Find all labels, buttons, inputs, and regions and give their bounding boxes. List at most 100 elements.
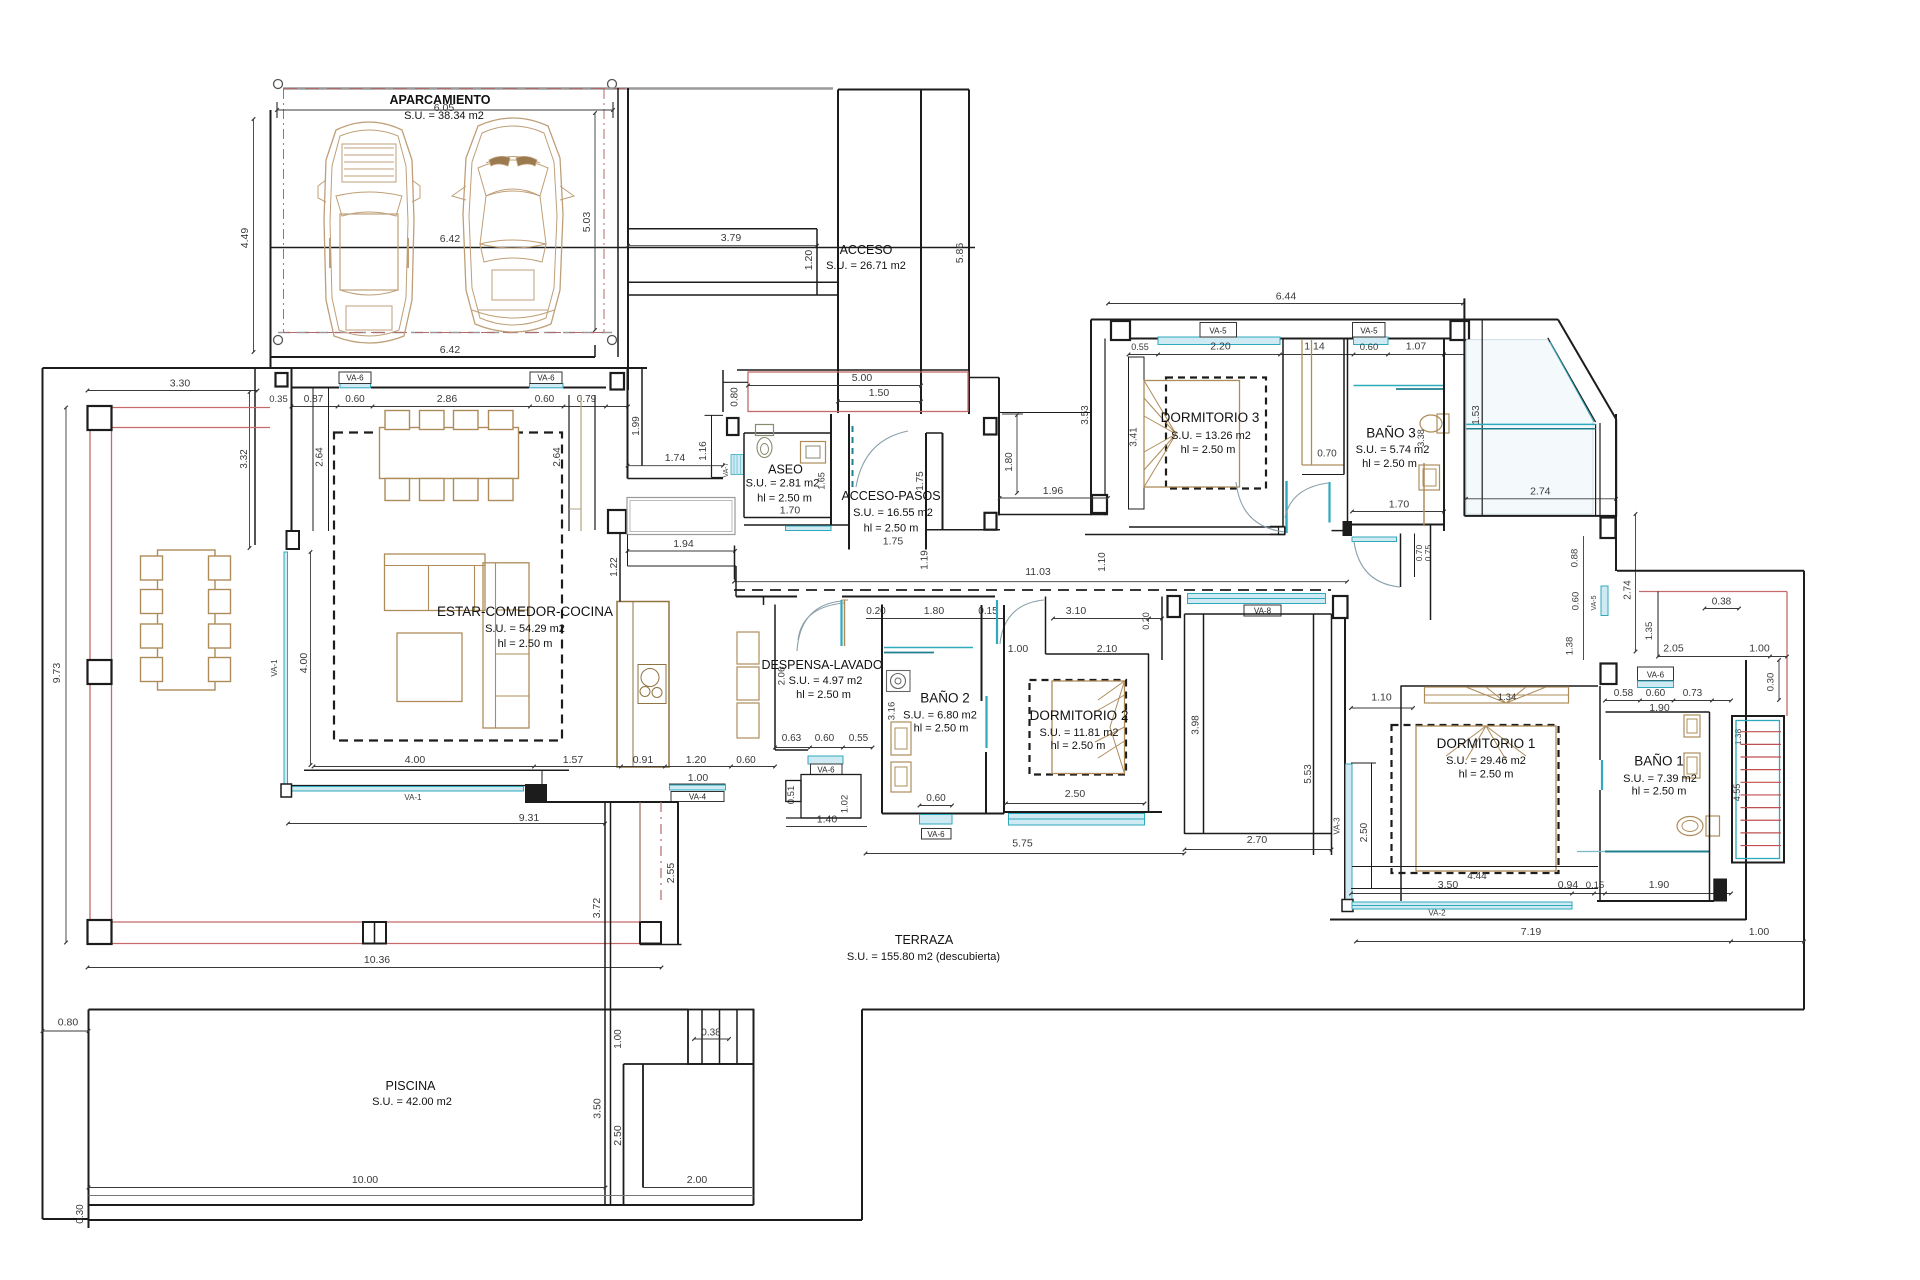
svg-text:1.80: 1.80 [924,605,945,617]
svg-text:1.02: 1.02 [840,795,851,814]
svg-text:4.55: 4.55 [1732,784,1742,802]
svg-text:0.60: 0.60 [1571,592,1582,611]
svg-text:VA-8: VA-8 [1254,607,1272,616]
svg-text:0.60: 0.60 [736,755,756,766]
svg-text:0.15: 0.15 [978,606,998,617]
svg-text:APARCAMIENTO: APARCAMIENTO [390,93,491,107]
svg-text:9.31: 9.31 [519,812,540,824]
svg-text:S.U. = 6.80 m2: S.U. = 6.80 m2 [903,710,977,722]
svg-text:4.00: 4.00 [298,653,310,674]
svg-text:0.73: 0.73 [1683,688,1703,699]
svg-text:0.58: 0.58 [1614,688,1634,699]
svg-text:0.15: 0.15 [1586,880,1605,891]
svg-text:1.90: 1.90 [1649,702,1670,714]
svg-text:3.98: 3.98 [1191,715,1202,735]
svg-text:hl = 2.50 m: hl = 2.50 m [864,523,919,535]
svg-text:1.99: 1.99 [631,416,642,436]
svg-text:S.U. = 7.39 m2: S.U. = 7.39 m2 [1623,773,1697,785]
svg-text:VA-6: VA-6 [927,830,945,839]
svg-text:1.53: 1.53 [1471,405,1482,425]
svg-text:0.70: 0.70 [1414,544,1424,561]
svg-text:4.49: 4.49 [239,228,251,249]
svg-text:1.00: 1.00 [1008,643,1029,655]
svg-text:1.20: 1.20 [686,754,707,766]
svg-text:ASEO: ASEO [768,463,803,477]
svg-text:0.55: 0.55 [849,733,869,744]
svg-text:5.00: 5.00 [852,372,873,384]
svg-text:2.10: 2.10 [1097,643,1118,655]
svg-text:S.U. = 29.46 m2: S.U. = 29.46 m2 [1446,755,1526,767]
svg-text:0.60: 0.60 [815,733,835,744]
svg-text:BAÑO 3: BAÑO 3 [1366,426,1416,441]
svg-text:0.88: 0.88 [1570,549,1581,568]
svg-text:hl = 2.50 m: hl = 2.50 m [796,689,851,701]
svg-text:2.86: 2.86 [437,393,458,405]
svg-text:0.60: 0.60 [345,394,365,405]
svg-text:ACCESO: ACCESO [840,243,893,257]
svg-text:3.79: 3.79 [721,232,742,244]
svg-text:0.35: 0.35 [269,394,288,405]
svg-text:3.72: 3.72 [591,898,603,919]
svg-text:3.41: 3.41 [1129,427,1140,447]
svg-text:S.U. = 38.34 m2: S.U. = 38.34 m2 [404,110,484,122]
svg-text:1.70: 1.70 [1389,499,1410,511]
svg-text:VA-6: VA-6 [346,374,364,383]
svg-text:VA-5: VA-5 [1209,327,1227,336]
svg-text:6.42: 6.42 [440,233,461,245]
svg-text:1.10: 1.10 [1371,692,1392,704]
svg-text:1.34: 1.34 [1498,692,1517,703]
svg-text:6.44: 6.44 [1276,291,1297,303]
svg-text:2.50: 2.50 [1359,822,1370,842]
svg-text:2.55: 2.55 [665,863,677,884]
svg-text:0.94: 0.94 [1558,879,1579,891]
svg-text:1.80: 1.80 [1004,452,1015,472]
svg-text:VA-6: VA-6 [817,766,835,775]
svg-text:DORMITORIO 3: DORMITORIO 3 [1161,410,1260,425]
svg-text:0.20: 0.20 [866,606,886,617]
svg-text:0.55: 0.55 [1131,342,1149,352]
svg-text:2.20: 2.20 [1210,341,1231,353]
svg-text:3.32: 3.32 [239,449,250,469]
svg-text:1.14: 1.14 [1304,341,1325,353]
svg-text:S.U. = 11.81 m2: S.U. = 11.81 m2 [1040,727,1119,739]
svg-text:1.94: 1.94 [673,538,694,550]
svg-text:VA-2: VA-2 [1428,909,1446,918]
svg-text:0.60: 0.60 [926,793,946,804]
svg-text:1.38: 1.38 [1733,728,1743,745]
svg-text:3.38: 3.38 [1416,429,1426,447]
svg-text:0.63: 0.63 [782,733,802,744]
svg-text:0.79: 0.79 [577,394,597,405]
svg-text:hl = 2.50 m: hl = 2.50 m [1459,769,1514,781]
svg-text:3.50: 3.50 [592,1098,604,1119]
svg-text:2.74: 2.74 [1530,486,1551,498]
svg-text:BAÑO 1: BAÑO 1 [1634,754,1684,769]
svg-text:S.U. = 42.00 m2: S.U. = 42.00 m2 [372,1096,452,1108]
svg-text:0.80: 0.80 [58,1017,79,1029]
svg-text:0.87: 0.87 [304,394,324,405]
svg-text:S.U. = 16.55 m2: S.U. = 16.55 m2 [853,507,933,519]
svg-text:3.16: 3.16 [887,702,898,721]
svg-text:3.30: 3.30 [170,378,191,390]
svg-text:hl = 2.50 m: hl = 2.50 m [1632,786,1687,798]
svg-text:DORMITORIO 2: DORMITORIO 2 [1030,708,1129,723]
svg-text:S.U. = 54.29 m2: S.U. = 54.29 m2 [485,623,565,635]
svg-text:S.U. = 5.74 m2: S.U. = 5.74 m2 [1356,444,1430,456]
svg-text:VA-7: VA-7 [723,462,730,477]
svg-text:1.00: 1.00 [1749,643,1770,655]
svg-text:6.42: 6.42 [440,344,461,356]
svg-text:1.10: 1.10 [1097,552,1108,572]
svg-text:1.57: 1.57 [563,754,584,766]
svg-text:5.86: 5.86 [954,243,966,264]
svg-text:VA-1: VA-1 [404,793,422,802]
svg-text:1.75: 1.75 [915,471,926,491]
svg-text:1.50: 1.50 [869,387,890,399]
svg-text:2.06: 2.06 [777,667,788,686]
svg-text:1.20: 1.20 [803,250,815,271]
svg-text:1.19: 1.19 [920,550,931,570]
svg-text:VA-5: VA-5 [1591,595,1598,610]
svg-text:hl = 2.50 m: hl = 2.50 m [1051,740,1106,752]
svg-text:0.38: 0.38 [701,1028,721,1039]
svg-text:4.44: 4.44 [1467,871,1487,882]
svg-text:1.96: 1.96 [1043,485,1064,497]
svg-text:2.64: 2.64 [315,447,326,467]
